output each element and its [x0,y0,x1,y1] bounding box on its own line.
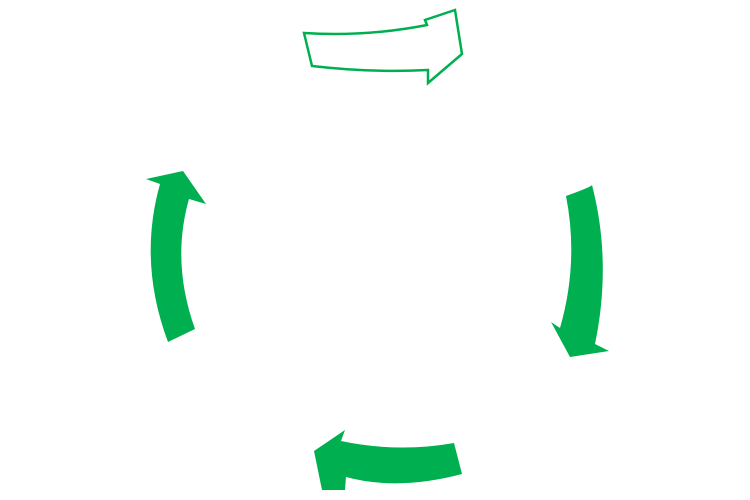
curved-arrow-down-icon [551,185,609,357]
curved-arrow-right-icon [302,8,464,86]
curved-arrow-left-icon [314,430,462,490]
curved-arrow-up-icon [146,171,206,342]
